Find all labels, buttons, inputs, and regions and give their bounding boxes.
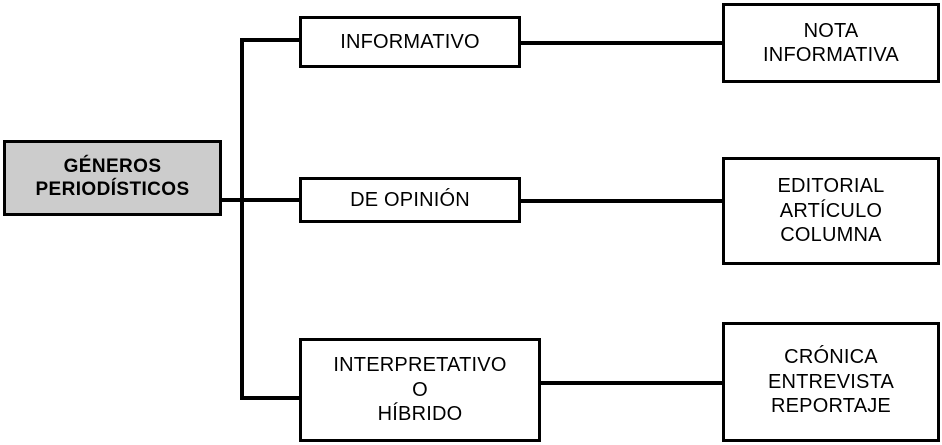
connector-branch-1-in xyxy=(240,38,302,42)
node-root-generos-periodisticos[interactable]: GÉNEROS PERIODÍSTICOS xyxy=(3,140,222,216)
connector-branch-2-in xyxy=(240,198,302,202)
node-category-informativo[interactable]: INFORMATIVO xyxy=(299,16,521,68)
node-examples-cronica-entrevista-reportaje[interactable]: CRÓNICA ENTREVISTA REPORTAJE xyxy=(722,322,940,442)
connector-branch-3-in xyxy=(240,396,302,400)
node-category-de-opinion[interactable]: DE OPINIÓN xyxy=(299,177,521,223)
connector-interpretativo-to-cronica xyxy=(539,381,724,385)
node-examples-nota-informativa[interactable]: NOTA INFORMATIVA xyxy=(722,3,940,83)
node-examples-editorial-articulo-columna[interactable]: EDITORIAL ARTÍCULO COLUMNA xyxy=(722,157,940,265)
connector-vertical-spine xyxy=(240,38,244,400)
connector-opinion-to-editorial xyxy=(519,199,724,203)
node-category-interpretativo-hibrido[interactable]: INTERPRETATIVO O HÍBRIDO xyxy=(299,338,541,442)
connector-root-stub xyxy=(222,198,244,202)
connector-informativo-to-nota xyxy=(519,41,724,45)
